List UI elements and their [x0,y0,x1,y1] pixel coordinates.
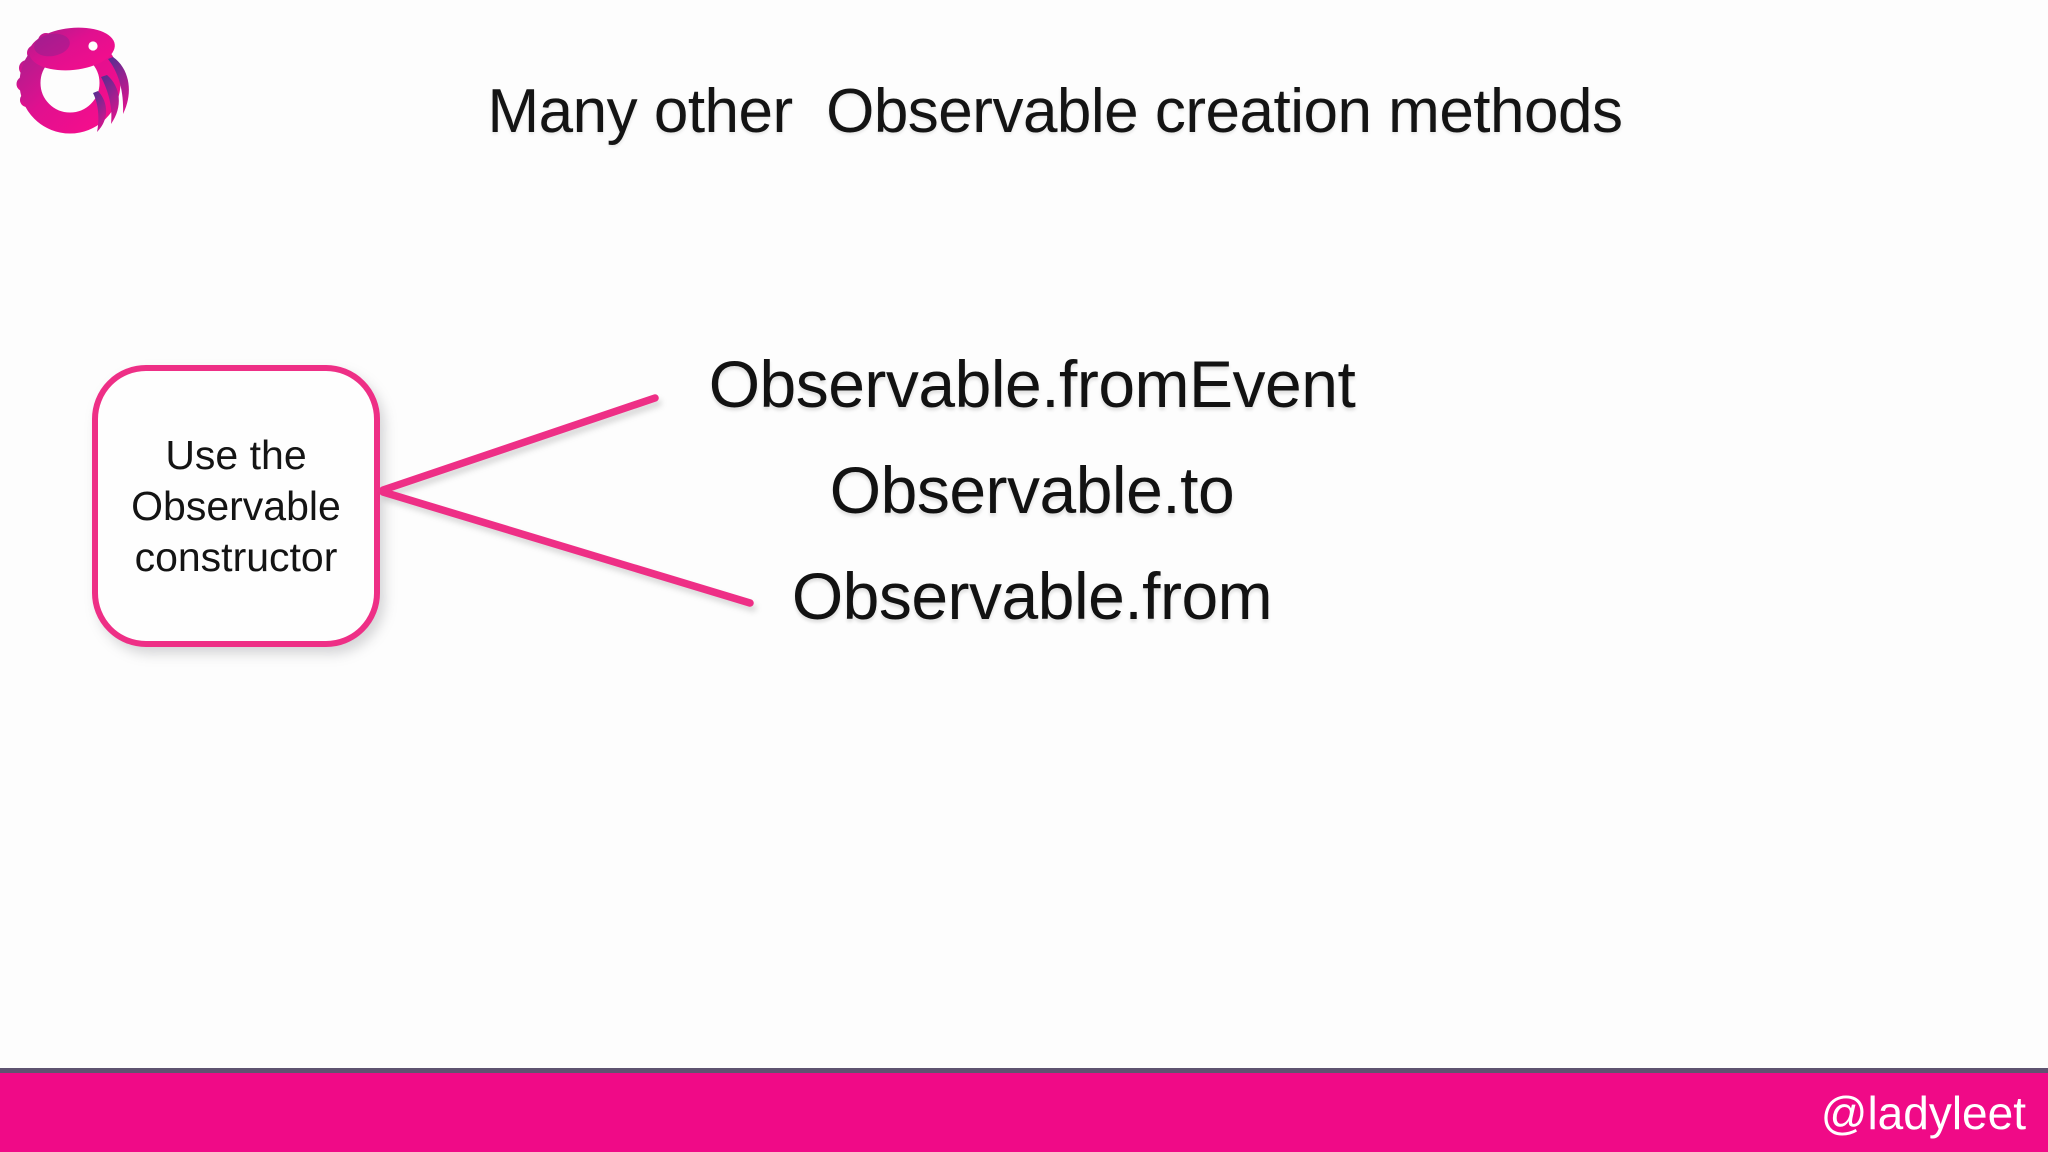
footer-divider [0,1068,2048,1073]
rxjs-logo-icon [16,27,129,134]
constructor-callout-box: Use the Observable constructor [92,365,380,647]
connector-line-bottom [379,488,754,607]
footer-bar: @ladyleet [0,1073,2048,1152]
twitter-handle: @ladyleet [1820,1086,2026,1139]
connector-lines [379,394,754,607]
callout-label: Use the Observable constructor [131,431,341,580]
connector-line-top [379,394,659,494]
slide-title: Many other Observable creation methods [487,77,1623,146]
